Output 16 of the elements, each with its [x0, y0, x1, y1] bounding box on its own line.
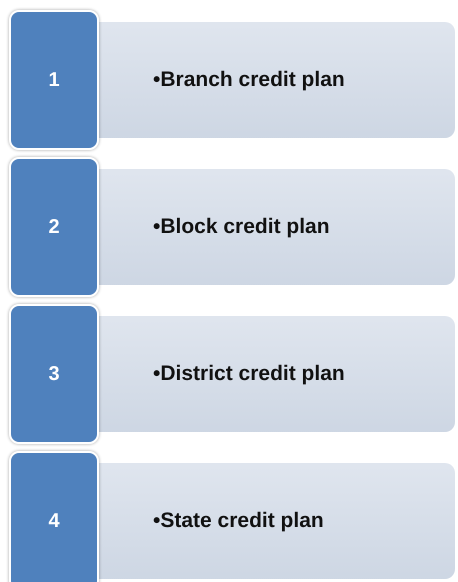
number-tab [9, 451, 99, 582]
step-text: •District credit plan [153, 362, 345, 386]
step-text: •Block credit plan [153, 215, 330, 239]
list-bar [97, 169, 455, 285]
list-bar [97, 22, 455, 138]
list-bar [97, 316, 455, 432]
step-text: •State credit plan [153, 509, 324, 533]
list-bar [97, 463, 455, 579]
step-number: 3 [48, 362, 60, 386]
number-tab [9, 10, 99, 150]
number-tab [9, 304, 99, 444]
step-number: 1 [48, 68, 60, 92]
step-number: 2 [48, 216, 60, 238]
step-number: 4 [48, 510, 60, 532]
step-text: •Branch credit plan [153, 68, 345, 92]
number-tab [9, 157, 99, 297]
